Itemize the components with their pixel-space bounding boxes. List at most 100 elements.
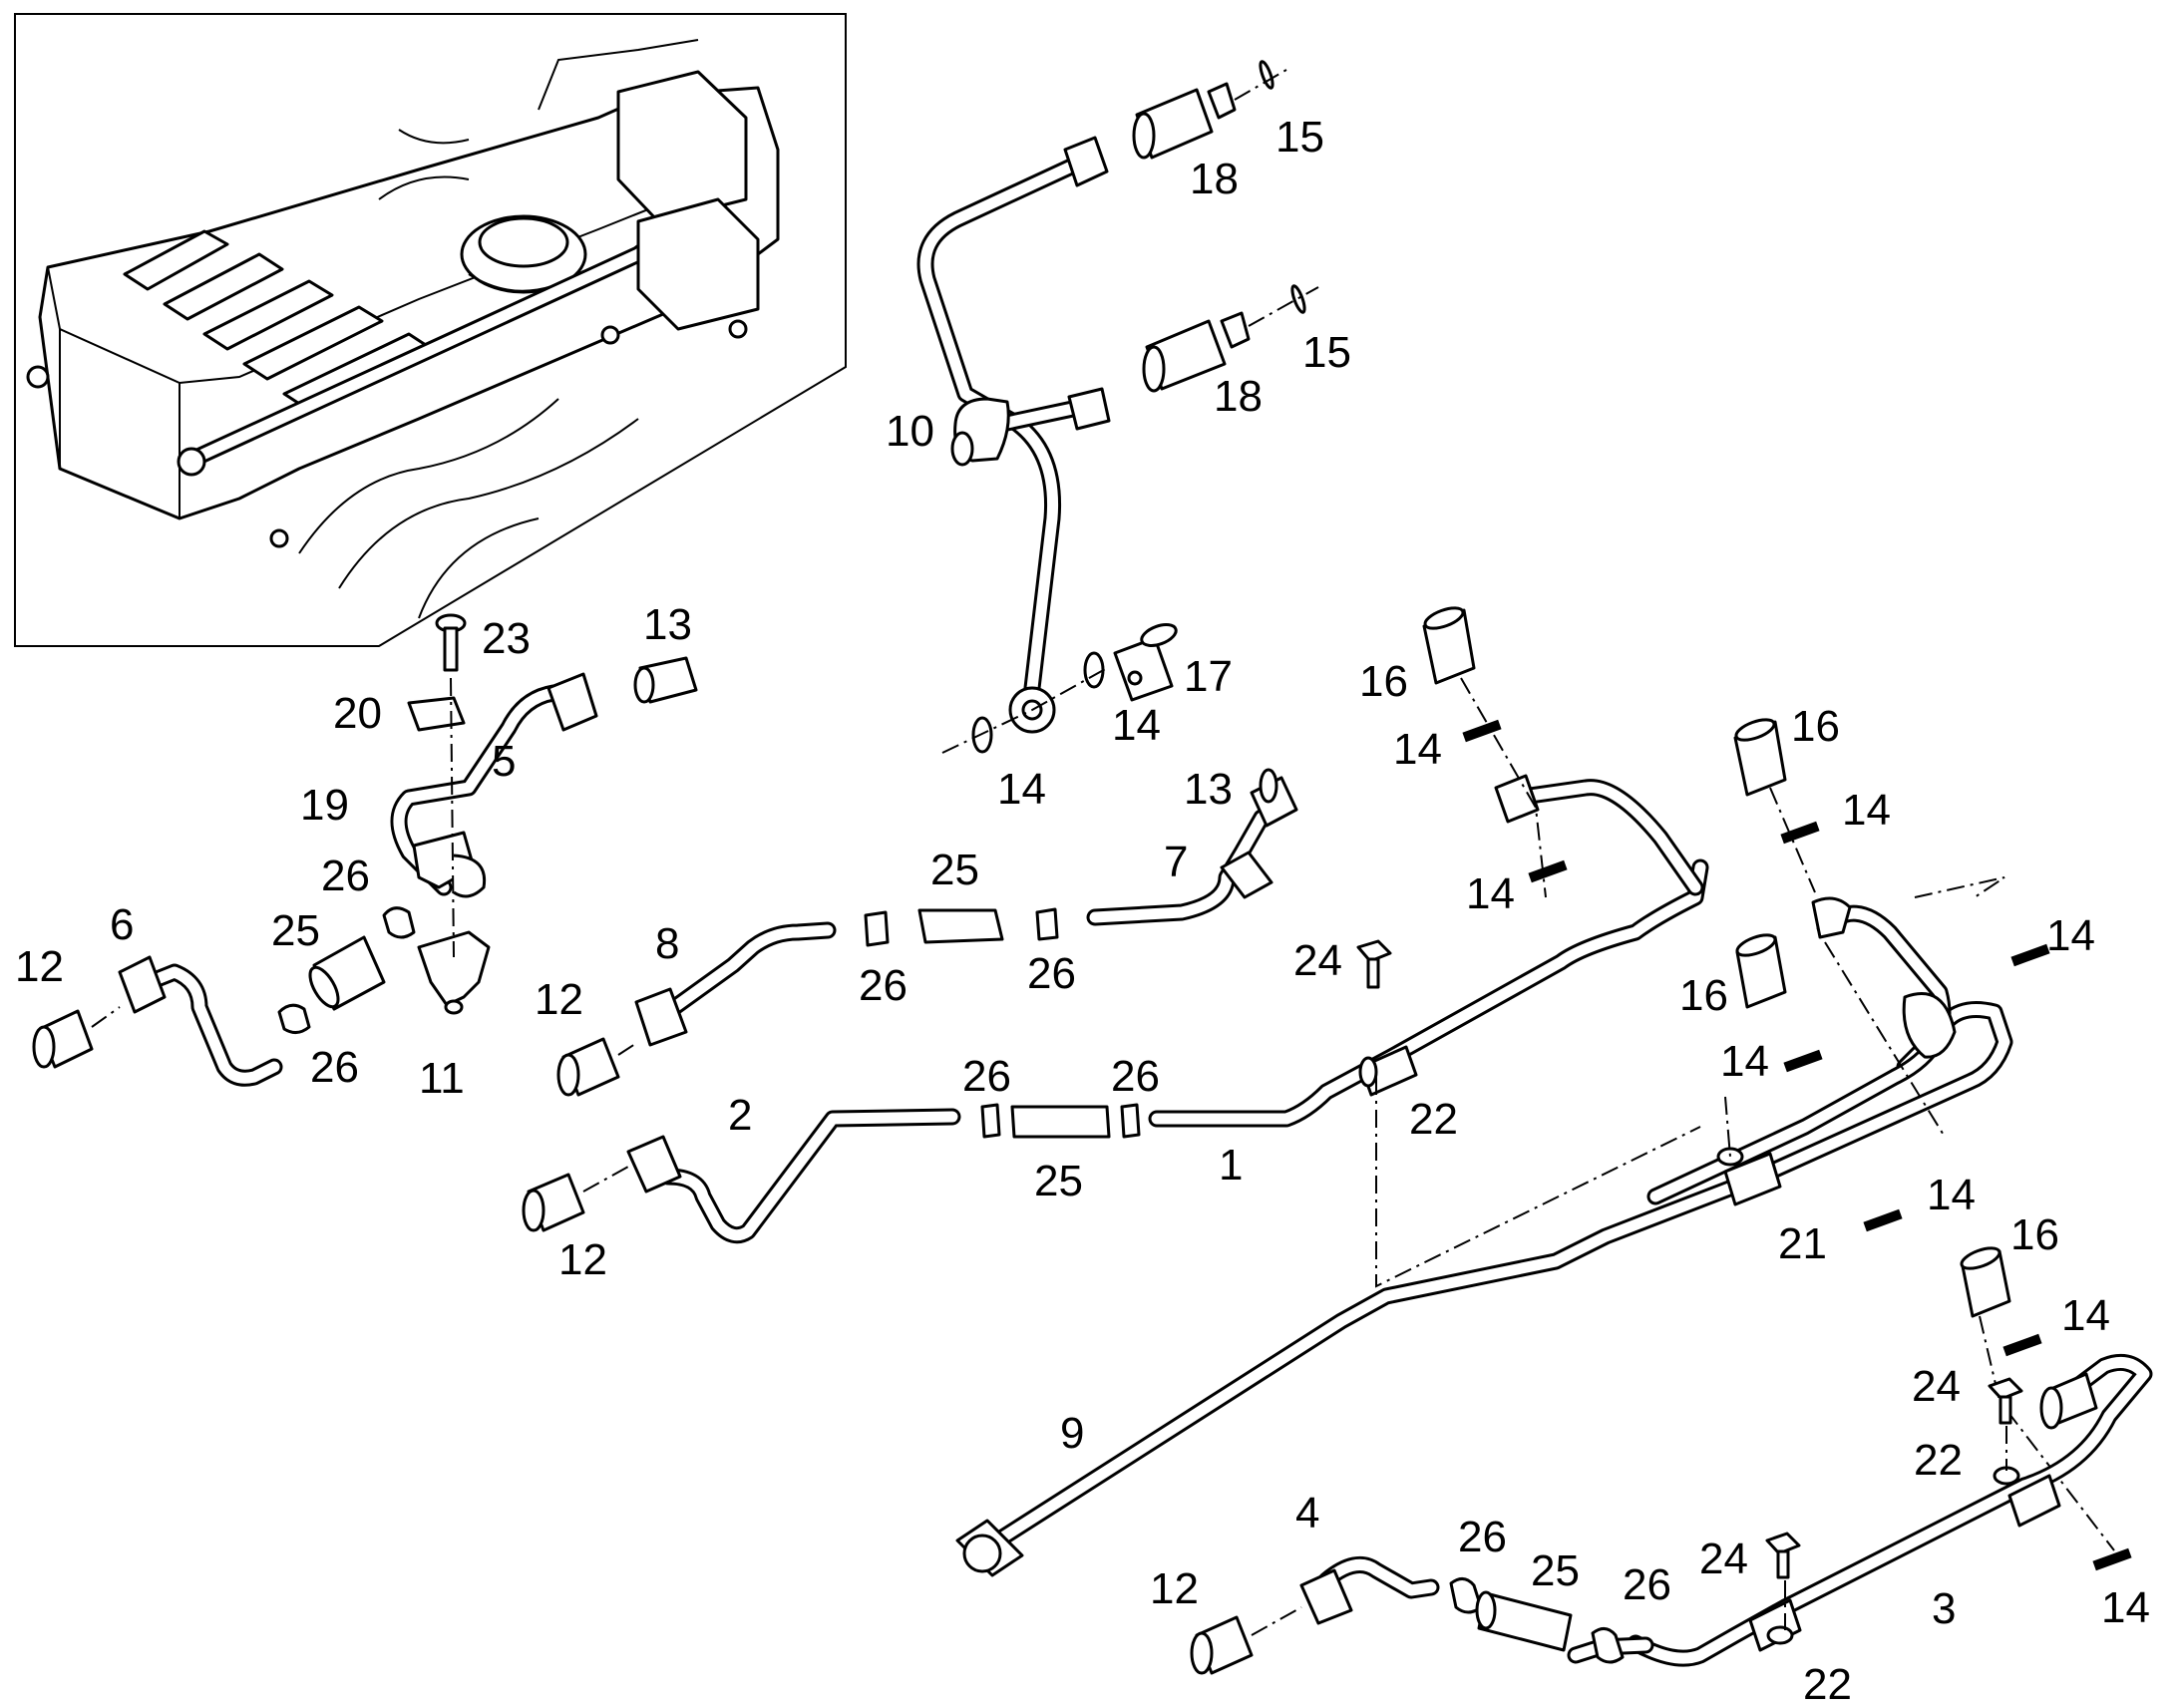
clip-26-center: [980, 1103, 1141, 1139]
callout-5: 5: [492, 737, 516, 786]
fitting-13-upper: [633, 656, 698, 704]
seal-washers-14: [1462, 719, 2132, 1571]
callout-22b: 22: [1914, 1436, 1963, 1485]
callout-16c: 16: [1679, 971, 1728, 1020]
callout-26g: 26: [1458, 1513, 1507, 1561]
clip-26-bottom: [1449, 1577, 1625, 1664]
sleeve-25-bottom: [1475, 1590, 1573, 1652]
callout-2: 2: [728, 1091, 752, 1140]
callout-9: 9: [1060, 1409, 1084, 1458]
pipe-5: [390, 672, 598, 896]
callout-3: 3: [1932, 1584, 1956, 1633]
fitting-12-lower: [522, 1166, 629, 1232]
pipe-6: [118, 955, 283, 1087]
adapter-18-upper: [1132, 82, 1237, 160]
fitting-13-lower: [1250, 768, 1298, 828]
callout-18b: 18: [1214, 372, 1263, 421]
callout-12b: 12: [535, 975, 583, 1024]
bolts-24-lower: [1765, 1377, 2023, 1630]
callout-14d: 14: [1466, 869, 1515, 918]
callout-14g: 14: [1720, 1037, 1769, 1086]
callout-labels: 1 2 3 4 5 6 7 8 9 10 11 12 12 12 12 13 1…: [15, 113, 2150, 1708]
pipe-3: [1627, 1353, 2153, 1667]
callout-10: 10: [886, 407, 934, 456]
callout-12d: 12: [1150, 1564, 1199, 1613]
clamp-21-bracket: [1716, 1147, 1782, 1206]
fitting-12-mid: [556, 1037, 639, 1097]
clamp-19: [412, 831, 487, 898]
callout-6: 6: [110, 900, 134, 949]
callout-25b: 25: [930, 846, 979, 894]
seal-washers-14-top: [941, 651, 1108, 754]
callout-12a: 12: [15, 942, 64, 991]
callout-26h: 26: [1623, 1560, 1671, 1609]
clamp-22-lower: [1748, 1466, 2061, 1652]
callout-24b: 24: [1912, 1362, 1961, 1411]
callout-11: 11: [419, 1054, 465, 1103]
callout-1: 1: [1219, 1141, 1243, 1190]
callout-25a: 25: [271, 906, 320, 955]
callout-21: 21: [1778, 1219, 1827, 1268]
callout-14j: 14: [2101, 1583, 2150, 1632]
callout-24c: 24: [1699, 1535, 1748, 1583]
callout-26f: 26: [1111, 1052, 1160, 1101]
sleeve-25-mid: [917, 908, 1004, 944]
bolt-24-upper: [1356, 939, 1392, 989]
callout-24a: 24: [1293, 936, 1342, 985]
sleeve-25-left: [308, 935, 386, 1011]
callout-15b: 15: [1302, 328, 1351, 377]
pipe-8: [634, 921, 837, 1047]
clip-26-left: [277, 906, 416, 1034]
callout-23: 23: [482, 614, 531, 663]
callout-26c: 26: [859, 961, 908, 1010]
callout-13b: 13: [1184, 765, 1233, 814]
callout-16d: 16: [2010, 1210, 2059, 1259]
bracket-11: [417, 930, 491, 1015]
callout-18a: 18: [1190, 155, 1239, 203]
banjo-bolt-17: [1113, 623, 1178, 702]
callout-14b: 14: [997, 765, 1046, 814]
fitting-12-bottom: [1190, 1606, 1302, 1675]
callout-19: 19: [300, 781, 349, 830]
clip-26-mid: [864, 907, 1059, 947]
callout-26b: 26: [310, 1043, 359, 1092]
callout-26a: 26: [321, 852, 370, 900]
pipe-21: [1646, 896, 1957, 1205]
engine-overview-inset: [14, 13, 847, 647]
callout-22c: 22: [1803, 1660, 1852, 1708]
pipe-assembly-10: [916, 136, 1111, 734]
callout-17: 17: [1184, 652, 1233, 701]
callout-26e: 26: [962, 1052, 1011, 1101]
pipe-2: [626, 1108, 961, 1244]
pipe-upper-right-16: [1494, 774, 1704, 896]
callout-26d: 26: [1027, 949, 1076, 998]
callout-25c: 25: [1034, 1157, 1083, 1205]
pipe-1: [1148, 858, 1709, 1128]
assembly-centerlines: [1375, 677, 2115, 1551]
callout-12c: 12: [558, 1235, 607, 1284]
sleeve-25-center: [1010, 1105, 1111, 1139]
callout-14c: 14: [1393, 725, 1442, 774]
callout-14e: 14: [1842, 786, 1891, 835]
bolt-23: [435, 613, 467, 672]
callout-16b: 16: [1791, 702, 1840, 751]
callout-22a: 22: [1409, 1095, 1458, 1144]
fitting-12-left: [32, 1006, 121, 1069]
seal-ring-15: [1234, 60, 1319, 327]
adapter-18-lower: [1142, 311, 1251, 393]
callout-14a: 14: [1112, 701, 1161, 750]
callout-14f: 14: [2046, 911, 2095, 960]
plate-20: [407, 696, 466, 732]
centerline-19: [450, 677, 455, 958]
callout-16a: 16: [1359, 657, 1408, 706]
clamp-22-upper: [1358, 1045, 1418, 1097]
banjo-bolts-16: [1422, 606, 2011, 1318]
callout-8: 8: [655, 919, 679, 968]
callout-14i: 14: [2061, 1291, 2110, 1340]
callout-7: 7: [1164, 838, 1188, 886]
callout-13a: 13: [643, 600, 692, 649]
injector-cylinders: [123, 229, 434, 411]
callout-4: 4: [1295, 1489, 1319, 1537]
pipe-7: [1086, 809, 1273, 926]
